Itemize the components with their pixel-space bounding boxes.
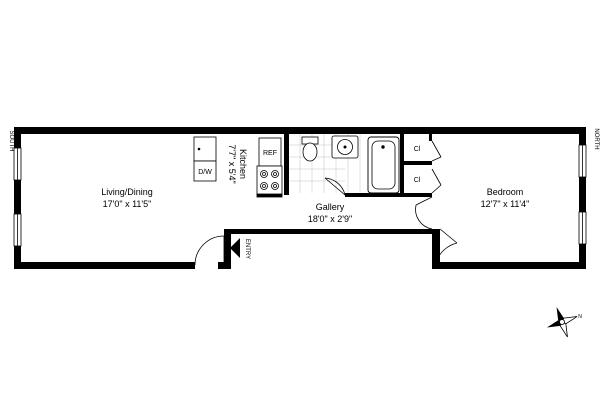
dishwasher-label: D/W <box>198 169 212 176</box>
room-dims-gallery: 18'0" x 2'9" <box>308 214 352 224</box>
top-wall <box>14 127 586 134</box>
bath-right-wall <box>400 133 404 197</box>
stove <box>256 165 283 196</box>
room-dims-kitchen: 7'7" x 5'4" <box>227 144 237 183</box>
toilet <box>302 142 318 162</box>
bottom-wall-entry-right <box>224 233 231 269</box>
closet-label-1: Cl <box>414 146 421 153</box>
room-name-gallery: Gallery <box>316 202 345 212</box>
closet-doors <box>415 140 458 263</box>
closet-label-2: Cl <box>414 177 421 184</box>
south-label: SOUTH <box>8 131 14 152</box>
gallery-wall-stub <box>345 193 400 197</box>
north-label: NORTH <box>593 128 599 149</box>
bottom-wall-bedroom <box>436 262 586 269</box>
room-name-kitchen: Kitchen <box>238 149 248 179</box>
entry-label: ENTRY <box>244 239 250 259</box>
refrigerator-label: REF <box>263 150 277 157</box>
walls <box>14 127 586 269</box>
room-dims-bedroom: 12'7" x 11'4" <box>481 199 530 209</box>
entry-arrow-icon <box>230 238 240 258</box>
gallery-bottom-wall <box>224 229 440 234</box>
kitchen-fixtures <box>193 136 283 198</box>
kitchen-bath-wall <box>284 133 289 195</box>
bottom-wall-living <box>14 262 195 269</box>
bedroom-left-wall-lower <box>432 229 440 269</box>
dishwasher <box>193 160 217 182</box>
entry-door <box>194 235 240 266</box>
bathroom <box>289 134 400 196</box>
sink <box>193 136 217 162</box>
right-wall <box>579 127 586 269</box>
room-dims-living: 17'0" x 11'5" <box>103 199 152 209</box>
room-name-living: Living/Dining <box>101 187 153 197</box>
compass-letter: N <box>578 314 582 320</box>
windows <box>13 144 587 247</box>
closet-wall-bottom <box>404 193 432 197</box>
closet-right-wall <box>429 133 432 141</box>
bottom-wall-living-stub <box>218 262 231 269</box>
room-name-bedroom: Bedroom <box>487 187 524 197</box>
left-wall <box>14 127 21 269</box>
closet-wall-top <box>404 161 432 165</box>
compass-rose-icon <box>546 306 578 338</box>
